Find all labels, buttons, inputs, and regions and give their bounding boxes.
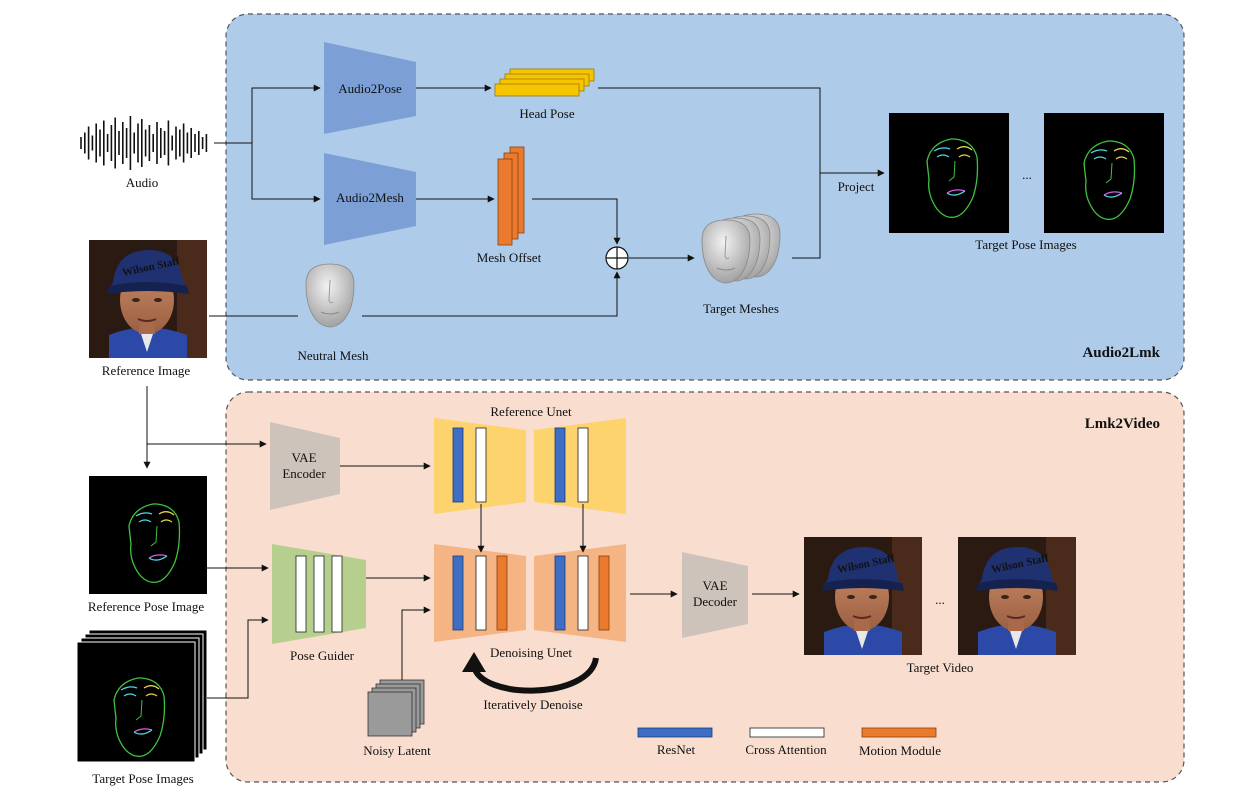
audio-waveform-icon [80,116,208,170]
target-video-frame-2 [957,536,1077,656]
vae-decoder-block [682,552,748,638]
noisy-latent-icon [367,679,425,737]
audio-label: Audio [126,175,159,190]
audio2mesh-block [324,153,416,245]
reference-image-label: Reference Image [102,363,191,378]
reference-unet-label: Reference Unet [490,404,572,419]
iterative-loop-arrow [462,652,599,694]
mesh-offset-stack [497,146,525,246]
vae-decoder-label-1: VAE [702,578,727,593]
legend: ResNet Cross Attention Motion Module [637,727,941,758]
target-pose-image-2 [1044,113,1164,233]
legend-swatch-motion-module [861,727,937,738]
top-connectors [209,84,885,317]
reference-pose-image [89,476,207,594]
target-pose-image-1 [889,113,1009,233]
add-operator-icon [605,246,629,270]
iteratively-denoise-label: Iteratively Denoise [483,697,582,712]
target-pose-images-bottom-label: Target Pose Images [92,771,193,786]
legend-swatch-resnet [637,727,713,738]
mesh-offset-label: Mesh Offset [477,250,542,265]
audio2lmk-panel [225,13,1185,381]
audio2mesh-label: Audio2Mesh [336,190,404,205]
target-video-frame-1 [803,536,923,656]
neutral-mesh-label: Neutral Mesh [297,348,369,363]
target-pose-images-stack [76,629,208,763]
head-pose-stack [494,68,595,97]
pose-guider-label: Pose Guider [290,648,355,663]
vae-encoder-label-2: Encoder [282,466,326,481]
ellipsis-top: ... [1022,167,1032,182]
noisy-latent-label: Noisy Latent [363,743,431,758]
pose-guider-block [272,544,366,644]
head-pose-label: Head Pose [519,106,574,121]
target-video-label: Target Video [907,660,974,675]
audio2pose-label: Audio2Pose [338,81,402,96]
legend-label-motion-module: Motion Module [859,743,941,758]
bottom-connectors [143,386,800,699]
vae-decoder-label-2: Decoder [693,594,738,609]
vae-encoder-block [270,422,340,510]
target-meshes-label: Target Meshes [703,301,779,316]
reference-pose-image-label: Reference Pose Image [88,599,204,614]
denoising-unet-label: Denoising Unet [490,645,572,660]
legend-swatch-cross-attention [749,727,825,738]
lmk2video-title: Lmk2Video [1085,416,1160,432]
legend-label-resnet: ResNet [657,742,696,757]
audio2lmk-title: Audio2Lmk [1082,345,1160,361]
denoising-unet-block [434,544,626,642]
project-label: Project [838,179,875,194]
reference-unet-block [434,418,626,514]
ellipsis-bottom: ... [935,592,945,607]
vae-encoder-label-1: VAE [291,450,316,465]
legend-label-cross-attention: Cross Attention [745,742,827,757]
reference-image [88,239,208,359]
target-pose-images-top-label: Target Pose Images [975,237,1076,252]
audio2pose-block [324,42,416,134]
